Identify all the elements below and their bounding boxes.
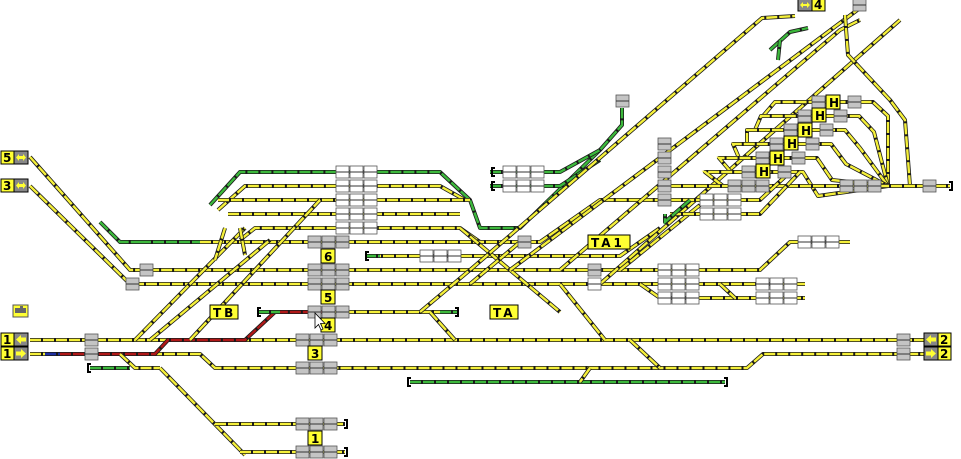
entry-line-3[interactable]: 3 bbox=[0, 178, 29, 193]
zone-ta1: TA1 bbox=[587, 234, 631, 250]
buffer-stop-icon bbox=[87, 363, 91, 373]
reserved-route[interactable] bbox=[208, 108, 624, 230]
zone-tb: TB bbox=[209, 304, 239, 320]
siding-h-track[interactable] bbox=[701, 170, 889, 198]
siding-h-label: H bbox=[783, 135, 799, 151]
siding-h-track[interactable] bbox=[761, 100, 890, 186]
mouse-pointer-icon bbox=[314, 312, 326, 331]
svg-text:H: H bbox=[829, 96, 839, 110]
platform-3: 3 bbox=[307, 345, 323, 361]
exit-line-4[interactable]: 4 bbox=[797, 0, 826, 12]
buffer-stop-icon bbox=[455, 307, 459, 317]
arrow-left-icon bbox=[923, 332, 939, 347]
track-section[interactable] bbox=[158, 366, 247, 457]
zone-ta: TA bbox=[489, 304, 519, 320]
track-section[interactable] bbox=[768, 26, 809, 52]
siding-h-track[interactable] bbox=[745, 128, 890, 188]
arrow-right-icon bbox=[13, 346, 29, 361]
main-line-2[interactable] bbox=[60, 352, 925, 370]
siding-h-label: H bbox=[755, 163, 771, 179]
buffer-stop-icon bbox=[344, 419, 348, 429]
entry-line-1-in[interactable]: 1 bbox=[0, 332, 29, 347]
bidirectional-arrow-icon bbox=[13, 150, 29, 165]
svg-text:H: H bbox=[801, 124, 811, 138]
buffer-stop-icon bbox=[407, 377, 411, 387]
siding-h-label: H bbox=[797, 122, 813, 138]
entry-line-1-out[interactable]: 1 bbox=[0, 346, 29, 361]
track-section[interactable] bbox=[133, 226, 247, 342]
buffer-stop-icon bbox=[491, 167, 495, 177]
svg-text:TB: TB bbox=[213, 306, 236, 320]
svg-text:TA1: TA1 bbox=[591, 236, 625, 250]
track-section[interactable] bbox=[213, 227, 227, 261]
svg-text:H: H bbox=[773, 152, 783, 166]
platform-5: 5 bbox=[320, 289, 336, 305]
track-section[interactable] bbox=[718, 282, 737, 300]
track-section[interactable] bbox=[428, 310, 457, 342]
svg-text:4: 4 bbox=[814, 0, 822, 12]
track-section[interactable] bbox=[558, 282, 607, 342]
svg-text:1: 1 bbox=[3, 333, 11, 347]
buffer-stop-icon bbox=[365, 251, 369, 261]
exit-line-2-in[interactable]: 2 bbox=[923, 332, 952, 347]
svg-text:TA: TA bbox=[493, 306, 516, 320]
siding-h-label: H bbox=[769, 150, 785, 166]
siding-h-track[interactable] bbox=[731, 142, 889, 188]
platform-4: 4 bbox=[320, 317, 336, 333]
bidirectional-arrow-icon bbox=[797, 0, 813, 12]
svg-text:4: 4 bbox=[324, 319, 332, 333]
svg-text:H: H bbox=[787, 137, 797, 151]
svg-text:2: 2 bbox=[940, 347, 948, 361]
buffer-stop-icon bbox=[491, 181, 495, 191]
exit-line-2-out[interactable]: 2 bbox=[923, 346, 952, 361]
track-section[interactable] bbox=[200, 198, 660, 244]
track-section[interactable] bbox=[238, 227, 247, 256]
track-section[interactable] bbox=[418, 268, 472, 314]
track-section[interactable] bbox=[558, 18, 861, 272]
platform-6: 6 bbox=[320, 248, 336, 264]
arrow-left-icon bbox=[13, 332, 29, 347]
arrow-right-icon bbox=[923, 346, 939, 361]
siding-h-label: H bbox=[811, 107, 827, 123]
track-section[interactable] bbox=[638, 282, 662, 300]
track-section[interactable] bbox=[468, 240, 522, 286]
svg-text:3: 3 bbox=[3, 179, 11, 193]
track-section[interactable] bbox=[598, 18, 902, 286]
bidirectional-arrow-icon bbox=[13, 178, 29, 193]
track-section[interactable] bbox=[98, 220, 140, 244]
track-section[interactable] bbox=[148, 238, 272, 342]
siding-h-track[interactable] bbox=[753, 114, 890, 187]
entry-line-5[interactable]: 5 bbox=[0, 150, 29, 165]
set-route[interactable] bbox=[60, 310, 330, 356]
track-section[interactable] bbox=[508, 6, 862, 272]
block-layer[interactable] bbox=[84, 0, 937, 459]
track-section[interactable] bbox=[118, 352, 160, 370]
buffer-stop-icon bbox=[257, 307, 261, 317]
svg-text:5: 5 bbox=[3, 151, 11, 165]
buffer-stop-icon bbox=[949, 181, 953, 191]
svg-text:H: H bbox=[759, 165, 769, 179]
svg-text:2: 2 bbox=[940, 333, 948, 347]
track-layer[interactable] bbox=[28, 6, 953, 457]
line-4-track[interactable] bbox=[468, 14, 796, 272]
svg-text:H: H bbox=[815, 109, 825, 123]
buffer-stop-icon bbox=[724, 377, 728, 387]
track-section[interactable] bbox=[628, 338, 662, 370]
track-section[interactable] bbox=[663, 198, 692, 225]
track-section[interactable] bbox=[776, 39, 782, 61]
svg-text:5: 5 bbox=[324, 291, 332, 305]
siding-h-labels: H H H H H H bbox=[755, 94, 841, 179]
track-section[interactable] bbox=[578, 366, 592, 384]
svg-text:3: 3 bbox=[311, 347, 319, 361]
svg-text:1: 1 bbox=[3, 347, 11, 361]
svg-text:6: 6 bbox=[324, 250, 332, 264]
svg-text:1: 1 bbox=[311, 432, 319, 446]
buffer-stop-icon bbox=[344, 447, 348, 457]
platform-1: 1 bbox=[307, 430, 323, 446]
locomotive-icon[interactable] bbox=[12, 304, 29, 318]
siding-h-label: H bbox=[825, 94, 841, 110]
